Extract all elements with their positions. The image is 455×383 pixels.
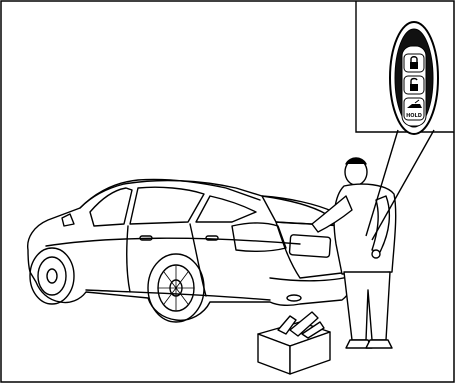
fob-unlock-button [404, 76, 424, 94]
fob-lock-button [404, 54, 424, 72]
fob-trunk-button: HOLD [404, 98, 424, 120]
fob-trunk-label: HOLD [406, 113, 422, 119]
person-shoe-right [366, 340, 392, 348]
person-legs [344, 272, 390, 340]
key-fob: HOLD [390, 22, 438, 134]
